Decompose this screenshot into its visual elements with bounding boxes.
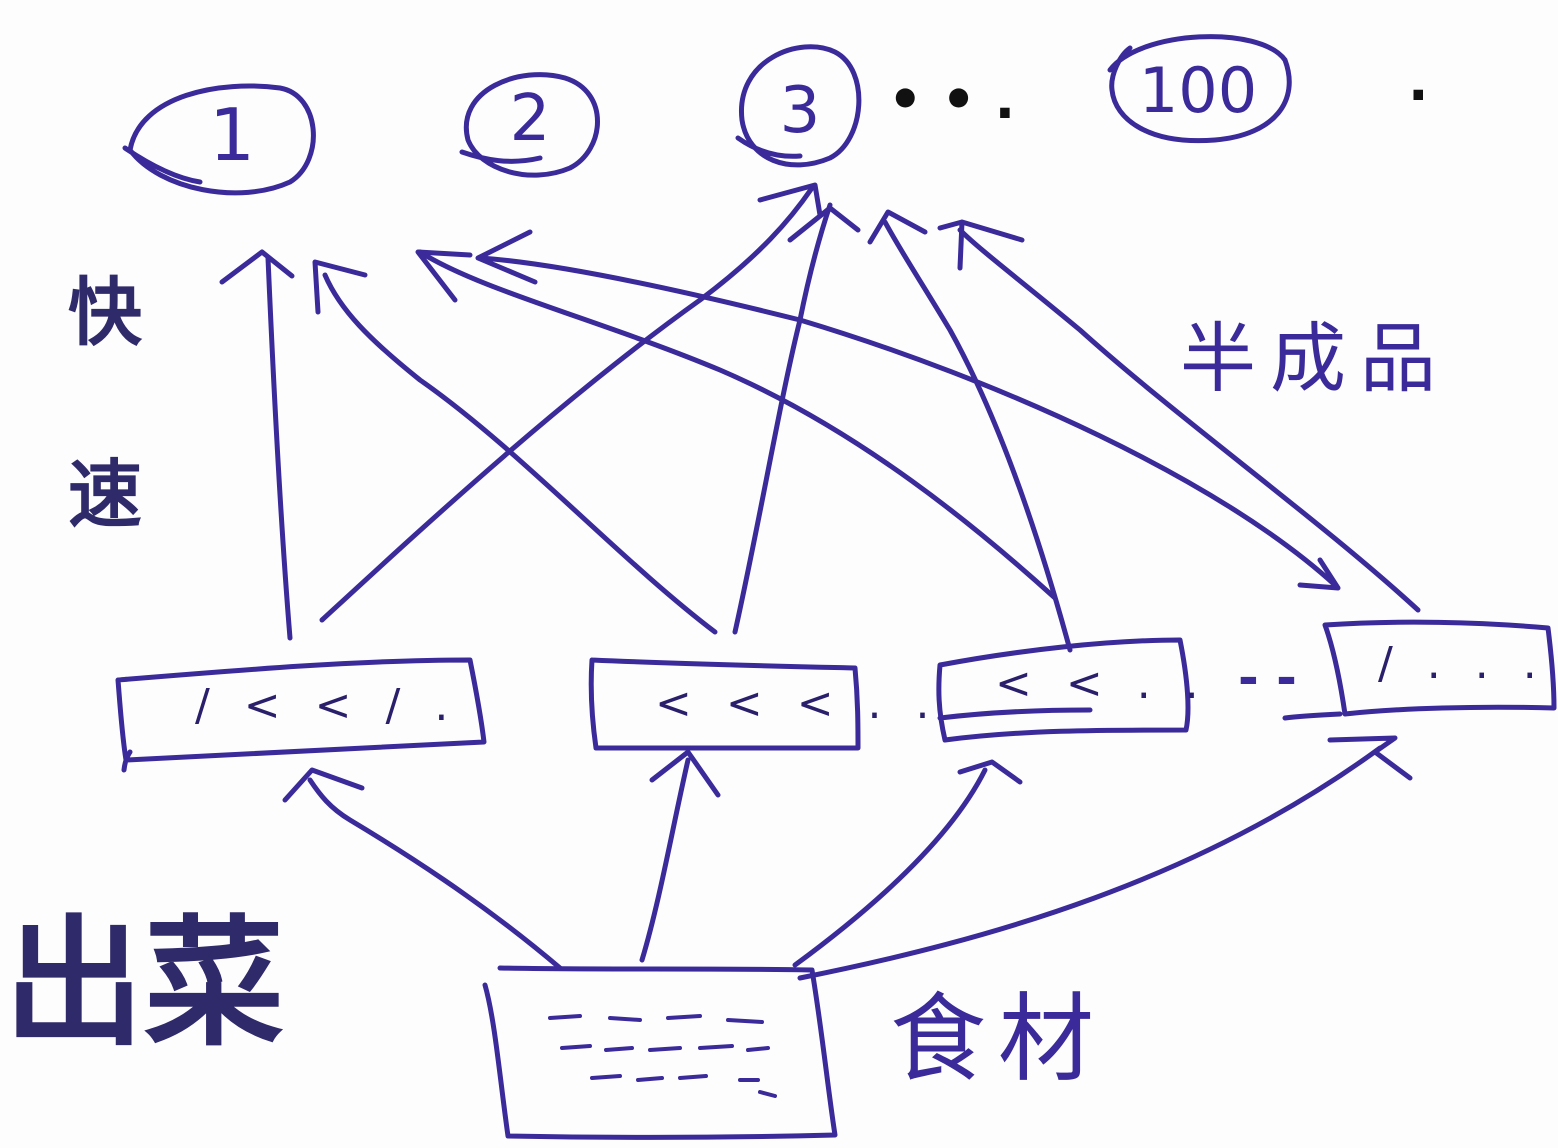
ingredients-scribble-3: [590, 1074, 777, 1098]
arrowhead-box3-to-dish3: [867, 209, 928, 245]
dish-node-2-label: 2: [510, 82, 551, 156]
ingredients-scribble-2: [560, 1044, 770, 1052]
dish-node-100: 100: [1107, 34, 1292, 144]
arrow-box1-to-dish1: [265, 255, 293, 641]
semi-product-box-2: < < < . .: [588, 657, 940, 751]
arrow-ing-to-box3: [792, 767, 988, 968]
semi-product-box-3: < < . .: [936, 637, 1209, 743]
arrow-box2-to-dish1: [322, 272, 718, 635]
arrowhead-ing-to-box1: [282, 767, 365, 803]
side-label-char-1: 快: [68, 270, 143, 356]
semi-product-box-2-text: < < < . .: [655, 678, 940, 729]
arrow-ing-to-box4: [797, 745, 1383, 981]
ingredients-box: - - - - - -: [482, 965, 838, 1140]
arrowhead-box3-to-dish2: [415, 249, 473, 303]
ingredients-box-text: - - - - - -: [560, 1029, 564, 1031]
ingredients-label: 食材: [890, 983, 1106, 1095]
ingredients-scribble-1: [548, 1014, 764, 1024]
semi-product-box-1-text: / < < / .: [195, 680, 458, 731]
semi-products-label: 半成品: [1180, 314, 1450, 403]
dish-node-1-label: 1: [209, 93, 255, 177]
dish-node-2: 2: [459, 72, 600, 178]
dishes-ellipsis-end: .: [1408, 50, 1429, 113]
arrowhead-box1-to-dish1: [219, 249, 295, 285]
dishes-ellipsis-middle: • • .: [888, 68, 1015, 131]
arrow-ing-to-box1: [307, 777, 563, 971]
arrow-box1-to-dish3: [319, 185, 815, 623]
arrows-semi-to-dish: [219, 182, 1421, 653]
arrow-box3-to-dish3: [882, 219, 1073, 653]
arrowhead-ing-to-box4: [1327, 735, 1413, 781]
arrowhead-box2-to-dish3: [787, 205, 861, 243]
semi-product-box-1: / < < / .: [115, 657, 487, 773]
arrowhead-box1-to-dish3: [757, 182, 823, 218]
side-label-char-2: 速: [68, 452, 142, 538]
semi-product-box-3-text: < < . .: [995, 658, 1209, 709]
arrowhead-box2-to-dish1: [312, 259, 368, 315]
dish-node-3-label: 3: [780, 74, 821, 148]
arrow-ing-to-box2: [639, 757, 691, 963]
arrow-box3-to-dish2: [417, 249, 1058, 601]
semi-products-ellipsis: - -: [1238, 649, 1297, 707]
arrowhead-box4-to-dish3: [937, 219, 1025, 271]
dish-node-100-label: 100: [1139, 54, 1257, 127]
semi-product-box-4: / . . .: [1282, 619, 1557, 721]
arrowhead-box4-tail: [1297, 557, 1341, 591]
arrowhead-box4-to-dish2: [475, 229, 538, 285]
arrowhead-ing-to-box3: [957, 759, 1023, 785]
arrow-box2-to-dish3: [732, 202, 833, 635]
arrowhead-ing-to-box2: [649, 749, 721, 798]
dish-node-1: 1: [122, 83, 316, 196]
bottom-label: 出菜: [4, 903, 284, 1066]
arrow-box4-to-dish3: [957, 227, 1421, 613]
semi-product-box-4-text: / . . .: [1378, 638, 1547, 689]
arrow-box4-to-dish2: [477, 255, 1338, 588]
arrows-ingredients-to-semi: [282, 735, 1413, 981]
dish-node-3: 3: [735, 44, 862, 168]
